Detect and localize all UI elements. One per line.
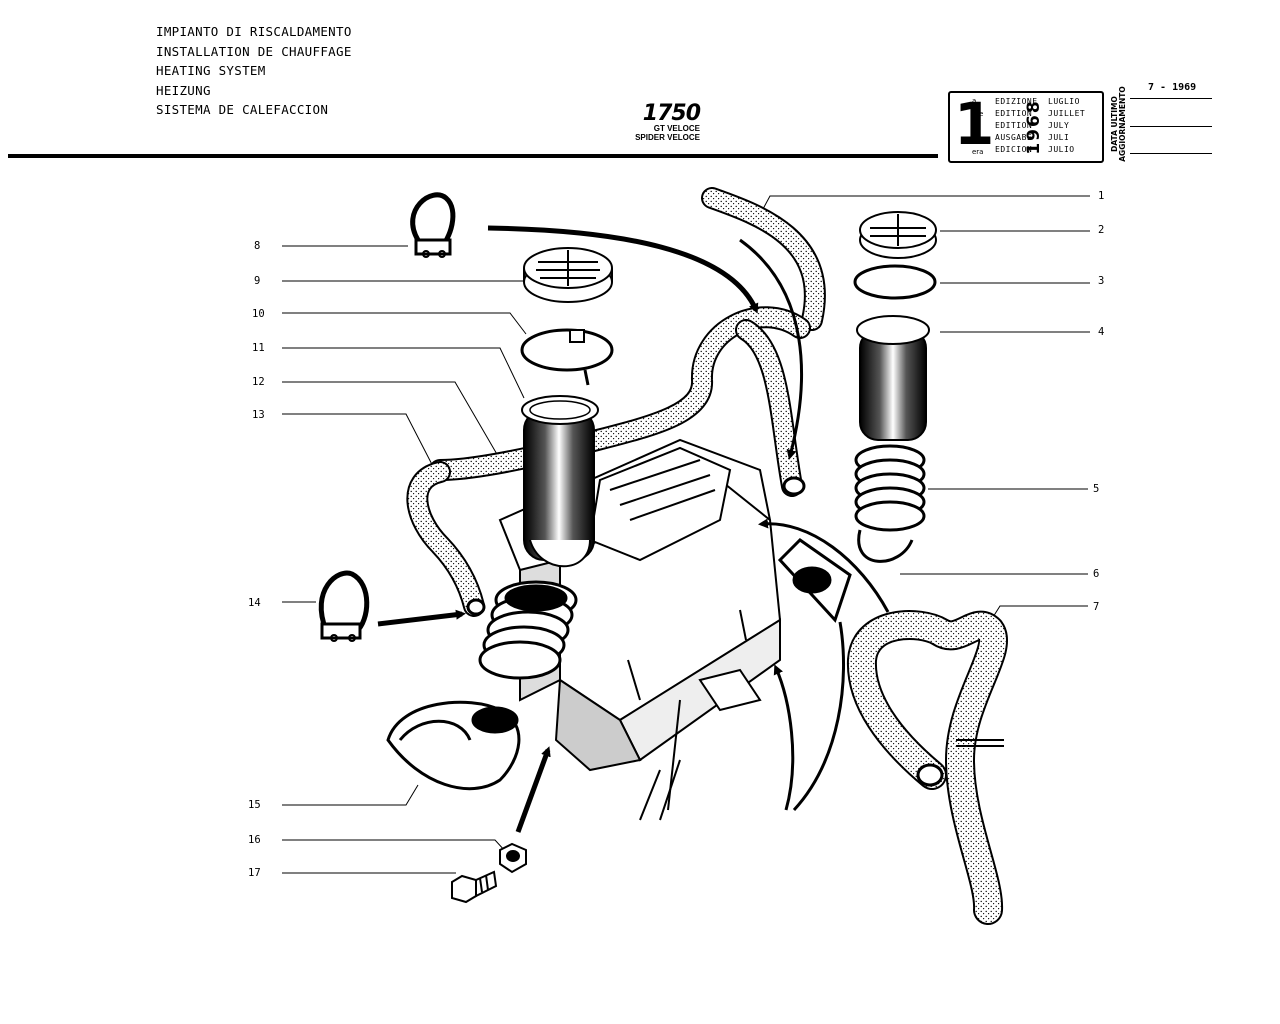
callout-9: 9 xyxy=(254,275,261,287)
vent-grille-left xyxy=(523,247,613,303)
hex-bolt xyxy=(451,870,498,904)
title-fr: INSTALLATION DE CHAUFFAGE xyxy=(156,43,352,59)
flange-adaptor xyxy=(777,538,852,623)
edition-suffix: ere xyxy=(972,110,984,118)
callout-16: 16 xyxy=(248,834,261,846)
title-es: SISTEMA DE CALEFACCION xyxy=(156,102,329,117)
model-variant-gt: GT VELOCE xyxy=(653,124,700,133)
title-de: HEIZUNG xyxy=(156,82,211,98)
callout-10: 10 xyxy=(252,308,265,320)
callout-4: 4 xyxy=(1098,326,1105,338)
edition-suffix: a xyxy=(972,97,977,105)
vent-duct-left xyxy=(521,395,599,568)
document-title-block: IMPIANTO DI RISCALDAMENTO INSTALLATION D… xyxy=(156,22,352,120)
hose-clamp-top xyxy=(410,192,456,258)
leader-lines-left xyxy=(282,245,527,874)
leader-lines-right xyxy=(755,195,1090,626)
update-line xyxy=(1130,126,1212,127)
model-number: 1750 xyxy=(642,101,701,126)
hex-nut xyxy=(499,842,527,874)
update-line xyxy=(1130,98,1212,99)
edition-word: EDICION xyxy=(995,145,1033,154)
edition-month: JULIO xyxy=(1048,145,1075,154)
vent-duct-right xyxy=(853,211,937,441)
air-inlet-funnel xyxy=(386,700,521,791)
edition-month: JULI xyxy=(1048,133,1070,142)
heater-hose-left xyxy=(406,461,486,617)
title-it: IMPIANTO DI RISCALDAMENTO xyxy=(156,24,352,39)
title-en: HEATING SYSTEM xyxy=(156,63,266,78)
callout-8: 8 xyxy=(254,240,261,252)
callout-17: 17 xyxy=(248,867,261,879)
edition-month: LUGLIO xyxy=(1048,97,1080,106)
callout-3: 3 xyxy=(1098,275,1105,287)
edition-box: 1 a ere st . era EDIZIONE EDITION EDITIO… xyxy=(948,91,1104,163)
callout-2: 2 xyxy=(1098,224,1105,236)
edition-suffix: st xyxy=(972,123,979,131)
callout-6: 6 xyxy=(1093,568,1100,580)
edition-word: EDIZIONE xyxy=(995,97,1038,106)
edition-word: EDITION xyxy=(995,109,1033,118)
model-variant-spider: SPIDER VELOCE xyxy=(635,132,700,142)
bellows-right xyxy=(854,444,926,563)
callout-14: 14 xyxy=(248,597,261,609)
callout-1: 1 xyxy=(1098,190,1105,202)
callout-12: 12 xyxy=(252,376,265,388)
bellows-left xyxy=(478,580,578,680)
edition-number: 1 xyxy=(954,90,995,158)
callout-15: 15 xyxy=(248,799,261,811)
header-rule xyxy=(8,154,938,158)
hose-clamp-left xyxy=(318,570,370,642)
edition-month: JULY xyxy=(1048,121,1070,130)
heater-hose-upper xyxy=(429,187,826,497)
update-line xyxy=(1130,153,1212,154)
heater-box xyxy=(498,438,782,821)
last-update-date: 7 - 1969 xyxy=(1148,82,1197,93)
callout-11: 11 xyxy=(252,342,265,354)
heater-hose-right xyxy=(846,610,1008,925)
edition-suffix: era xyxy=(972,148,984,156)
callout-13: 13 xyxy=(252,409,265,421)
edition-word: AUSGABE xyxy=(995,133,1033,142)
clip-ring-left xyxy=(520,328,614,386)
edition-word: EDITION xyxy=(995,121,1033,130)
callout-5: 5 xyxy=(1093,483,1100,495)
model-block: 1750 GT VELOCE SPIDER VELOCE xyxy=(622,101,701,142)
edition-suffix: . xyxy=(972,136,975,144)
assembly-arrows xyxy=(377,225,890,833)
edition-month: JUILLET xyxy=(1048,109,1086,118)
callout-7: 7 xyxy=(1093,601,1100,613)
